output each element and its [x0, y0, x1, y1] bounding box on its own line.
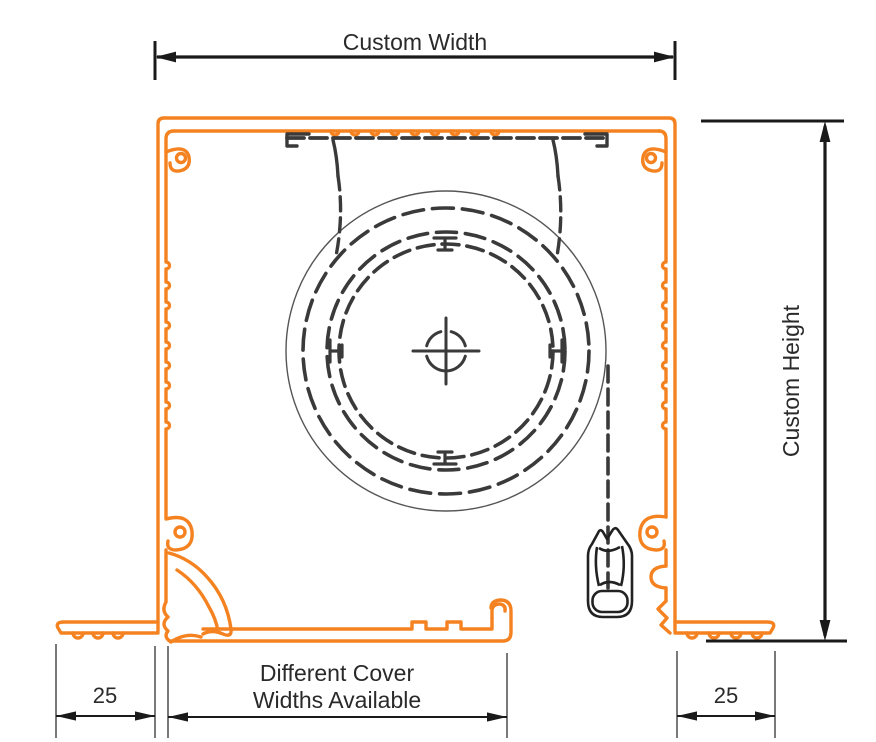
fabric-roll-dashed-circle: [301, 206, 591, 496]
center-mark: [411, 316, 481, 386]
width-ticks: [153, 41, 677, 80]
width-arrow-right: [654, 51, 675, 63]
corner-curl-left-port: [174, 151, 188, 165]
right-wall-foot: [656, 599, 672, 635]
bottom-cover-rail-bottom: [169, 598, 513, 643]
side-flange-left: [55, 620, 160, 635]
cover-ext-lines: [167, 646, 508, 738]
bracket-arm-left-dashed: [334, 174, 343, 258]
side-flange-right: [673, 620, 776, 635]
dimension-custom-width: Custom Width: [153, 29, 677, 80]
inner-profile-right: [657, 129, 668, 519]
outer-profile: [156, 116, 677, 633]
roller-assembly: [285, 132, 634, 619]
clip-hook-right-lower: [649, 564, 668, 590]
flange-left-ext-lines: [55, 644, 156, 738]
corner-curl-left: [164, 147, 191, 173]
flange-left-arrow-a: [56, 711, 76, 721]
dimension-flange-right: 25: [676, 651, 776, 738]
cassette-profile: [55, 116, 776, 644]
tube-spline-keys: [328, 236, 564, 466]
hem-bar-outline: [586, 526, 634, 619]
mounting-bracket-end-right: [583, 132, 609, 148]
width-arrow-left: [155, 51, 176, 63]
dimension-cover-width: Different Cover Widths Available: [167, 646, 508, 738]
corner-bracket-curl: [164, 515, 194, 552]
flange-left-label: 25: [93, 683, 117, 708]
flange-right-arrow-a: [677, 711, 697, 721]
side-flange-right-ribs: [685, 631, 764, 640]
dimension-custom-height: Custom Height: [701, 119, 847, 643]
mounting-bracket-end-left: [285, 132, 311, 148]
dimension-flange-left: 25: [55, 644, 156, 738]
bottom-cover-rail-hook: [490, 602, 507, 620]
bracket-arm-right: [551, 138, 560, 178]
corner-bracket-port: [173, 525, 187, 539]
flange-left-arrow-b: [135, 711, 155, 721]
clip-hook-right-upper: [638, 514, 668, 552]
corner-curl-right: [641, 147, 668, 173]
side-flange-left-ribs: [71, 631, 125, 640]
inner-profile-left: [164, 129, 176, 520]
cover-arrow-left: [168, 712, 188, 722]
height-label: Custom Height: [778, 304, 804, 457]
tube-outer-dashed-circle: [325, 230, 567, 472]
bottom-cover-rail-top: [201, 616, 494, 631]
flange-right-arrow-b: [755, 711, 775, 721]
hem-bar: [586, 526, 634, 619]
clearance-circle: [285, 190, 607, 512]
height-arrow-bottom: [819, 620, 831, 641]
cover-arrow-right: [487, 712, 507, 722]
bracket-arm-left: [331, 138, 340, 178]
inner-top-bosses: [329, 129, 501, 137]
bracket-arm-right-dashed: [555, 174, 563, 258]
cover-label-line2: Widths Available: [253, 687, 421, 713]
width-label: Custom Width: [343, 29, 487, 55]
flange-right-label: 25: [714, 683, 738, 708]
height-ext-lines: [701, 119, 847, 643]
hem-bar-fabric-wrap: [594, 545, 626, 587]
cover-label-line1: Different Cover: [260, 660, 415, 686]
corner-curl-right-port: [644, 151, 658, 165]
flange-right-ext-lines: [676, 651, 776, 738]
clip-hook-right-port: [645, 525, 659, 539]
height-arrow-top: [819, 121, 831, 142]
hem-bar-capsule: [591, 589, 629, 614]
